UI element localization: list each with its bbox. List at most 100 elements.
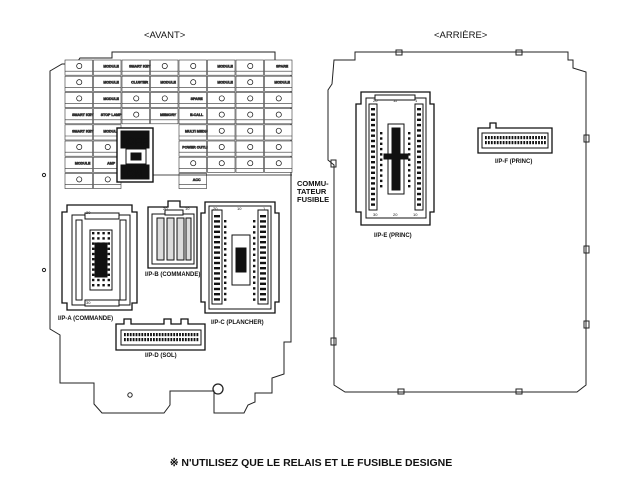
connector-pin: [487, 141, 490, 145]
fuse-symbol-icon: [275, 111, 282, 118]
connector-pin: [260, 241, 266, 244]
connector-ipa: [61, 204, 138, 311]
connector-pin: [371, 118, 375, 121]
connector-pin: [514, 136, 517, 140]
connector-pin: [417, 113, 421, 116]
fuse-symbol-icon: [218, 160, 225, 167]
connector-pin: [224, 270, 227, 273]
connector-pin: [253, 242, 256, 245]
connector-pin: [417, 187, 421, 190]
connector-pin: [260, 246, 266, 249]
connector-pin: [260, 298, 266, 301]
connector-pin: [224, 287, 227, 290]
connector-pin: [417, 139, 421, 143]
fuse-switch: [116, 127, 292, 183]
connector-pin: [371, 123, 375, 127]
connector-pin: [92, 284, 95, 287]
fuse-slot: POWER OUTLET: [178, 140, 212, 157]
fuse-slot: [64, 92, 93, 108]
connector-pin: [417, 123, 421, 127]
fuse-label: MODULE: [217, 81, 233, 85]
connector-pin: [260, 272, 266, 275]
fuse-slot: [207, 156, 236, 173]
connector-pin: [253, 287, 256, 290]
connector-pin: [371, 203, 375, 206]
connector-pin: [102, 247, 105, 250]
connector-pin: [260, 225, 266, 228]
connector-pin: [260, 230, 266, 233]
connector-pin: [102, 242, 105, 245]
connector-pin: [97, 278, 100, 282]
connector-pin: [380, 132, 383, 135]
connector-pin: [141, 333, 144, 337]
connector-ipf-pins: [485, 136, 546, 145]
connector-pin: [124, 333, 126, 337]
connector-pin: [523, 136, 526, 140]
connector-pin: [260, 282, 266, 285]
connector-pin: [107, 263, 110, 266]
fuse-slot: MEMORY: [150, 108, 179, 125]
ipe-pin-20: 20: [373, 98, 378, 103]
fuse-symbol-icon: [104, 144, 111, 150]
fuse-slot: AMP: [93, 156, 122, 173]
connector-pin: [155, 333, 158, 337]
fuse-slot: MODULE: [207, 75, 236, 92]
fuse-slot: SMART KEY: [64, 108, 94, 125]
fuse-symbol-icon: [76, 144, 83, 150]
connector-pin: [253, 298, 256, 301]
connector-pin: [173, 338, 176, 342]
connector-pin: [92, 273, 95, 276]
fuse-label: MODULE: [103, 81, 119, 85]
connector-pin: [505, 141, 508, 145]
fuse-label: MODULE: [103, 129, 119, 133]
connector-pin: [380, 179, 383, 183]
connector-pin: [499, 136, 502, 140]
fuse-slot: [178, 59, 207, 76]
connector-pin: [253, 225, 256, 228]
fuse-slot: [150, 92, 179, 108]
mount-hole-left: [127, 392, 133, 398]
connector-pin: [490, 136, 493, 140]
connector-pin: [417, 108, 421, 111]
connector-pin: [408, 179, 411, 183]
fuse-symbol-icon: [133, 95, 140, 102]
connector-ipc: [200, 201, 280, 314]
connector-pin: [253, 259, 256, 262]
connector-pin: [107, 247, 110, 250]
connector-pin: [517, 141, 520, 145]
connector-pin: [224, 292, 227, 296]
connector-pin: [253, 231, 256, 234]
connector-pin: [502, 141, 505, 145]
connector-pin: [541, 136, 543, 140]
connector-pin: [380, 147, 383, 151]
connector-pin: [193, 338, 196, 342]
fuse-label: ACC: [193, 178, 201, 182]
connector-pin: [224, 242, 227, 245]
connector-pin: [529, 136, 532, 140]
connector-pin: [371, 187, 375, 190]
connector-pin: [520, 136, 523, 140]
connector-pin: [182, 338, 184, 342]
fuse-slot: MODULE: [93, 75, 122, 92]
fuse-slot: [264, 140, 293, 157]
fuse-label: POWER OUTLET: [182, 146, 212, 150]
connector-pin: [417, 203, 421, 206]
connector-pin: [408, 142, 411, 145]
fuse-symbol-icon: [275, 127, 282, 134]
connector-pin: [190, 338, 193, 342]
fuse-slot: STOP LAMP: [93, 108, 122, 125]
connector-pin: [487, 136, 490, 140]
connector-pin: [214, 246, 220, 249]
ipe-pin-10: 10: [413, 212, 418, 217]
connector-pin: [496, 136, 499, 140]
connector-pin: [153, 333, 155, 337]
connector-pin: [253, 236, 256, 240]
connector-pin: [371, 129, 375, 132]
switch-on-label: ON: [127, 169, 142, 180]
fuse-symbol-icon: [247, 144, 254, 150]
connector-pin: [102, 232, 105, 235]
ipb-label: I/P-B (COMMANDE): [145, 272, 200, 278]
fuse-label: SMART KEY: [72, 113, 94, 117]
connector-pin: [155, 338, 158, 342]
connector-pin: [260, 251, 266, 254]
